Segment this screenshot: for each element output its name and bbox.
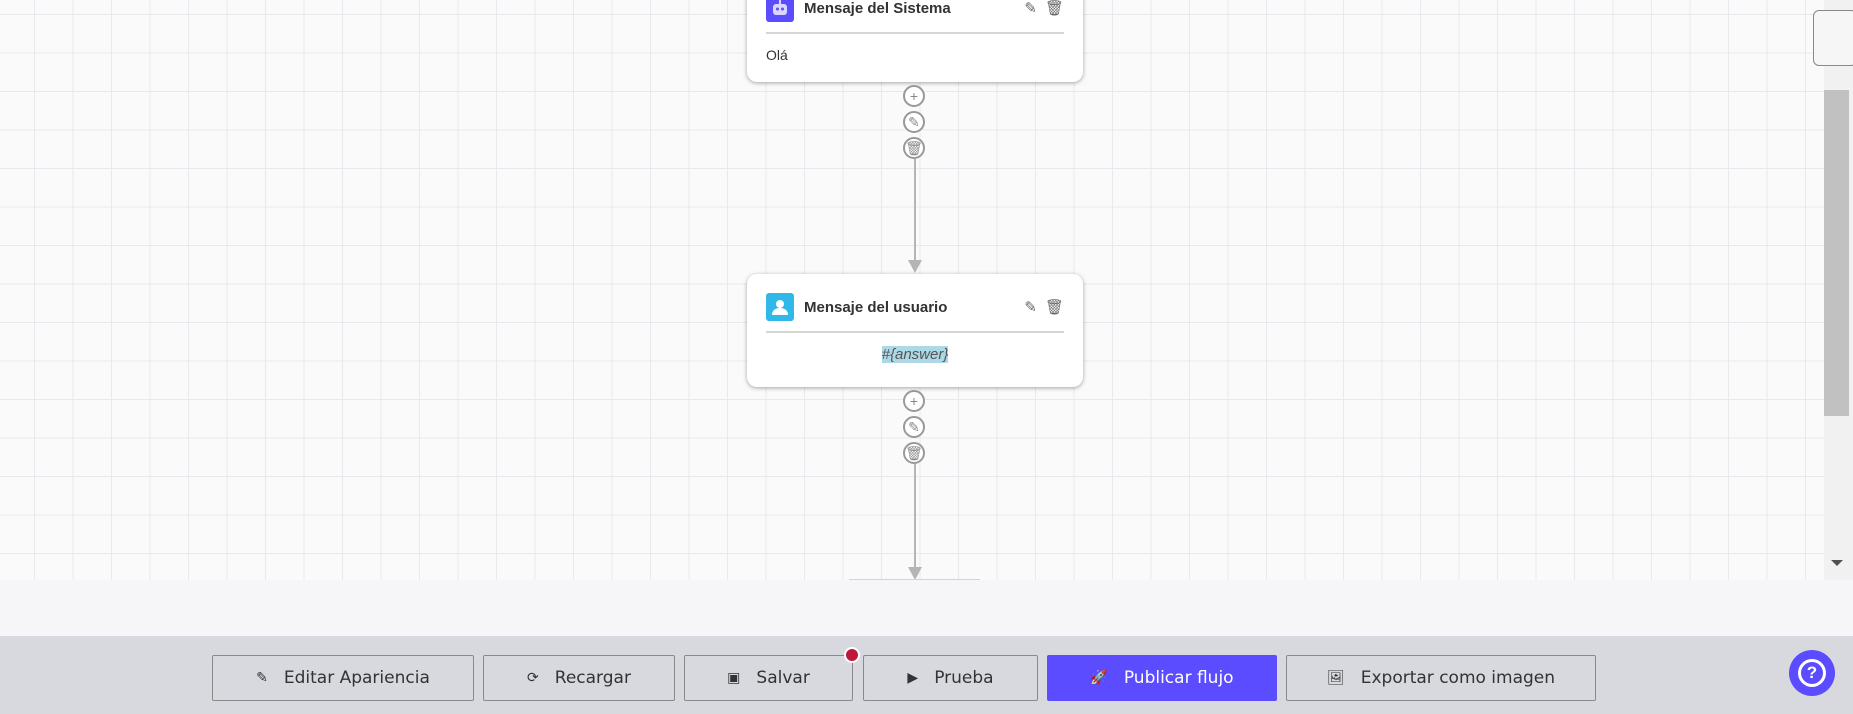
publish-flow-button[interactable]: 🚀 Publicar flujo [1047, 655, 1277, 701]
arrow-down-icon [908, 260, 922, 273]
minimap-panel[interactable] [1813, 10, 1853, 66]
node-title: Mensaje del Sistema [804, 0, 951, 17]
help-button[interactable]: ? [1789, 650, 1835, 696]
button-label: Recargar [554, 668, 631, 688]
connector-line [914, 464, 916, 568]
trash-icon[interactable]: 🗑 [1044, 299, 1064, 316]
edit-icon: ✎ [256, 670, 268, 686]
node-body: Olá [766, 47, 788, 63]
connector-line [914, 159, 916, 261]
delete-connection-icon[interactable]: 🗑 [903, 442, 925, 464]
edit-icon[interactable]: ✎ [1024, 299, 1037, 316]
node-title: Mensaje del usuario [804, 298, 948, 316]
node-body: #{answer} [881, 346, 949, 363]
add-node-icon[interactable]: + [903, 390, 925, 412]
scroll-down-icon[interactable] [1831, 560, 1843, 566]
arrow-down-icon [908, 567, 922, 580]
robot-icon [766, 0, 794, 22]
flow-canvas[interactable]: Mensaje del Sistema ✎ 🗑 Olá + ✎ 🗑 Mensaj… [0, 0, 1824, 580]
play-icon: ▶ [907, 670, 919, 686]
user-icon [766, 293, 794, 321]
button-label: Publicar flujo [1123, 668, 1234, 688]
node-user-message[interactable]: Mensaje del usuario ✎ 🗑 #{answer} [747, 274, 1083, 387]
help-icon: ? [1798, 659, 1826, 687]
save-icon: ▣ [727, 670, 741, 686]
divider [766, 331, 1064, 333]
button-label: Exportar como imagen [1360, 668, 1556, 688]
button-label: Salvar [756, 668, 810, 688]
edit-connection-icon[interactable]: ✎ [903, 416, 925, 438]
unsaved-indicator [844, 647, 860, 663]
next-node-edge [849, 579, 980, 580]
trash-icon[interactable]: 🗑 [1044, 0, 1064, 17]
divider [766, 32, 1064, 34]
refresh-icon: ⟳ [527, 670, 539, 686]
save-button[interactable]: ▣ Salvar [684, 655, 853, 701]
delete-connection-icon[interactable]: 🗑 [903, 137, 925, 159]
edit-appearance-button[interactable]: ✎ Editar Apariencia [212, 655, 474, 701]
add-node-icon[interactable]: + [903, 85, 925, 107]
edit-connection-icon[interactable]: ✎ [903, 111, 925, 133]
scrollbar-thumb[interactable] [1824, 90, 1849, 416]
export-image-button[interactable]: 🖼 Exportar como imagen [1286, 655, 1596, 701]
image-icon: 🖼 [1326, 670, 1345, 686]
rocket-icon: 🚀 [1090, 670, 1108, 686]
button-label: Prueba [934, 668, 994, 688]
scrollbar[interactable] [1824, 0, 1853, 580]
test-button[interactable]: ▶ Prueba [863, 655, 1038, 701]
reload-button[interactable]: ⟳ Recargar [483, 655, 675, 701]
edit-icon[interactable]: ✎ [1024, 0, 1037, 17]
node-system-message[interactable]: Mensaje del Sistema ✎ 🗑 Olá [747, 0, 1083, 82]
button-label: Editar Apariencia [283, 668, 430, 688]
